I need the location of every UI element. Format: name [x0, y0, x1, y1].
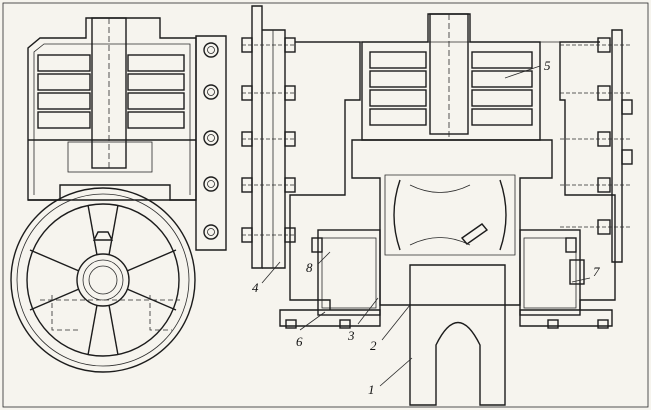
callout-3: 3 — [347, 328, 355, 343]
callout-2: 2 — [370, 338, 377, 353]
backplate — [241, 5, 296, 269]
front-section-view — [279, 13, 633, 406]
pulley-wheel — [10, 187, 196, 373]
callout-8: 8 — [306, 260, 313, 275]
callout-4: 4 — [252, 280, 259, 295]
callout-1: 1 — [368, 382, 375, 397]
callout-7: 7 — [593, 264, 600, 279]
callout-leaders — [261, 65, 591, 387]
callout-6: 6 — [296, 334, 303, 349]
left-flange-bolts — [203, 42, 219, 240]
callout-5: 5 — [544, 58, 551, 73]
backplate-bolts — [241, 37, 296, 243]
left-side-view — [10, 17, 227, 373]
